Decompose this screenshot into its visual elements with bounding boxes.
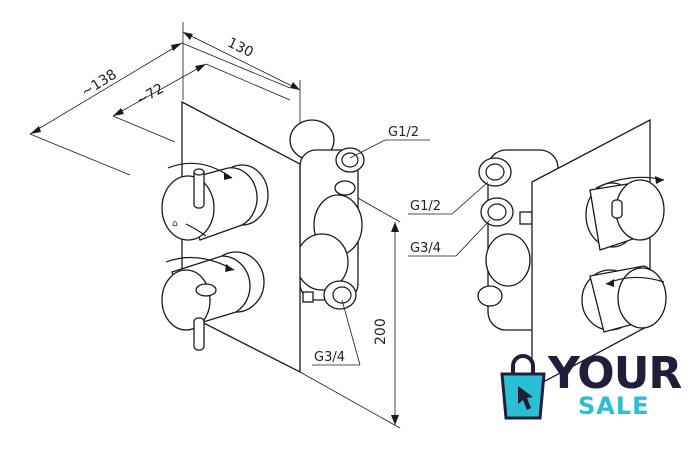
left-mixer-body: [289, 119, 365, 310]
dimension-200-label: 200: [373, 318, 389, 345]
right-upper-handle: [585, 176, 665, 251]
left-mixer: ⌂: [161, 100, 365, 374]
right-bottom-port-label: G3/4: [410, 241, 441, 256]
right-mixer: [477, 118, 667, 390]
logo-word-bottom: SALE: [578, 392, 650, 420]
dimension-130-label: 130: [225, 35, 256, 61]
logo-word-top: YOUR: [548, 348, 682, 399]
dimension-138-label: ~138: [79, 67, 120, 101]
left-callouts: G1/2 G3/4: [312, 125, 430, 366]
left-top-port-label: G1/2: [388, 125, 419, 140]
left-upper-handle: ⌂: [161, 162, 269, 241]
left-lower-handle: [161, 251, 265, 351]
dimension-130: 130: [182, 22, 301, 125]
dimension-200: 200: [299, 164, 401, 429]
handshower-icon: [185, 223, 207, 237]
left-bottom-port-label: G3/4: [314, 350, 345, 365]
right-callouts: G1/2 G3/4: [408, 181, 491, 257]
right-lower-handle: [581, 265, 667, 333]
shopping-bag-icon: [500, 354, 546, 420]
shower-icon: ⌂: [172, 219, 178, 229]
your-sale-logo: YOUR SALE: [496, 348, 686, 432]
dimension-72-label: ~72: [133, 81, 167, 110]
right-top-port-label: G1/2: [410, 199, 441, 214]
